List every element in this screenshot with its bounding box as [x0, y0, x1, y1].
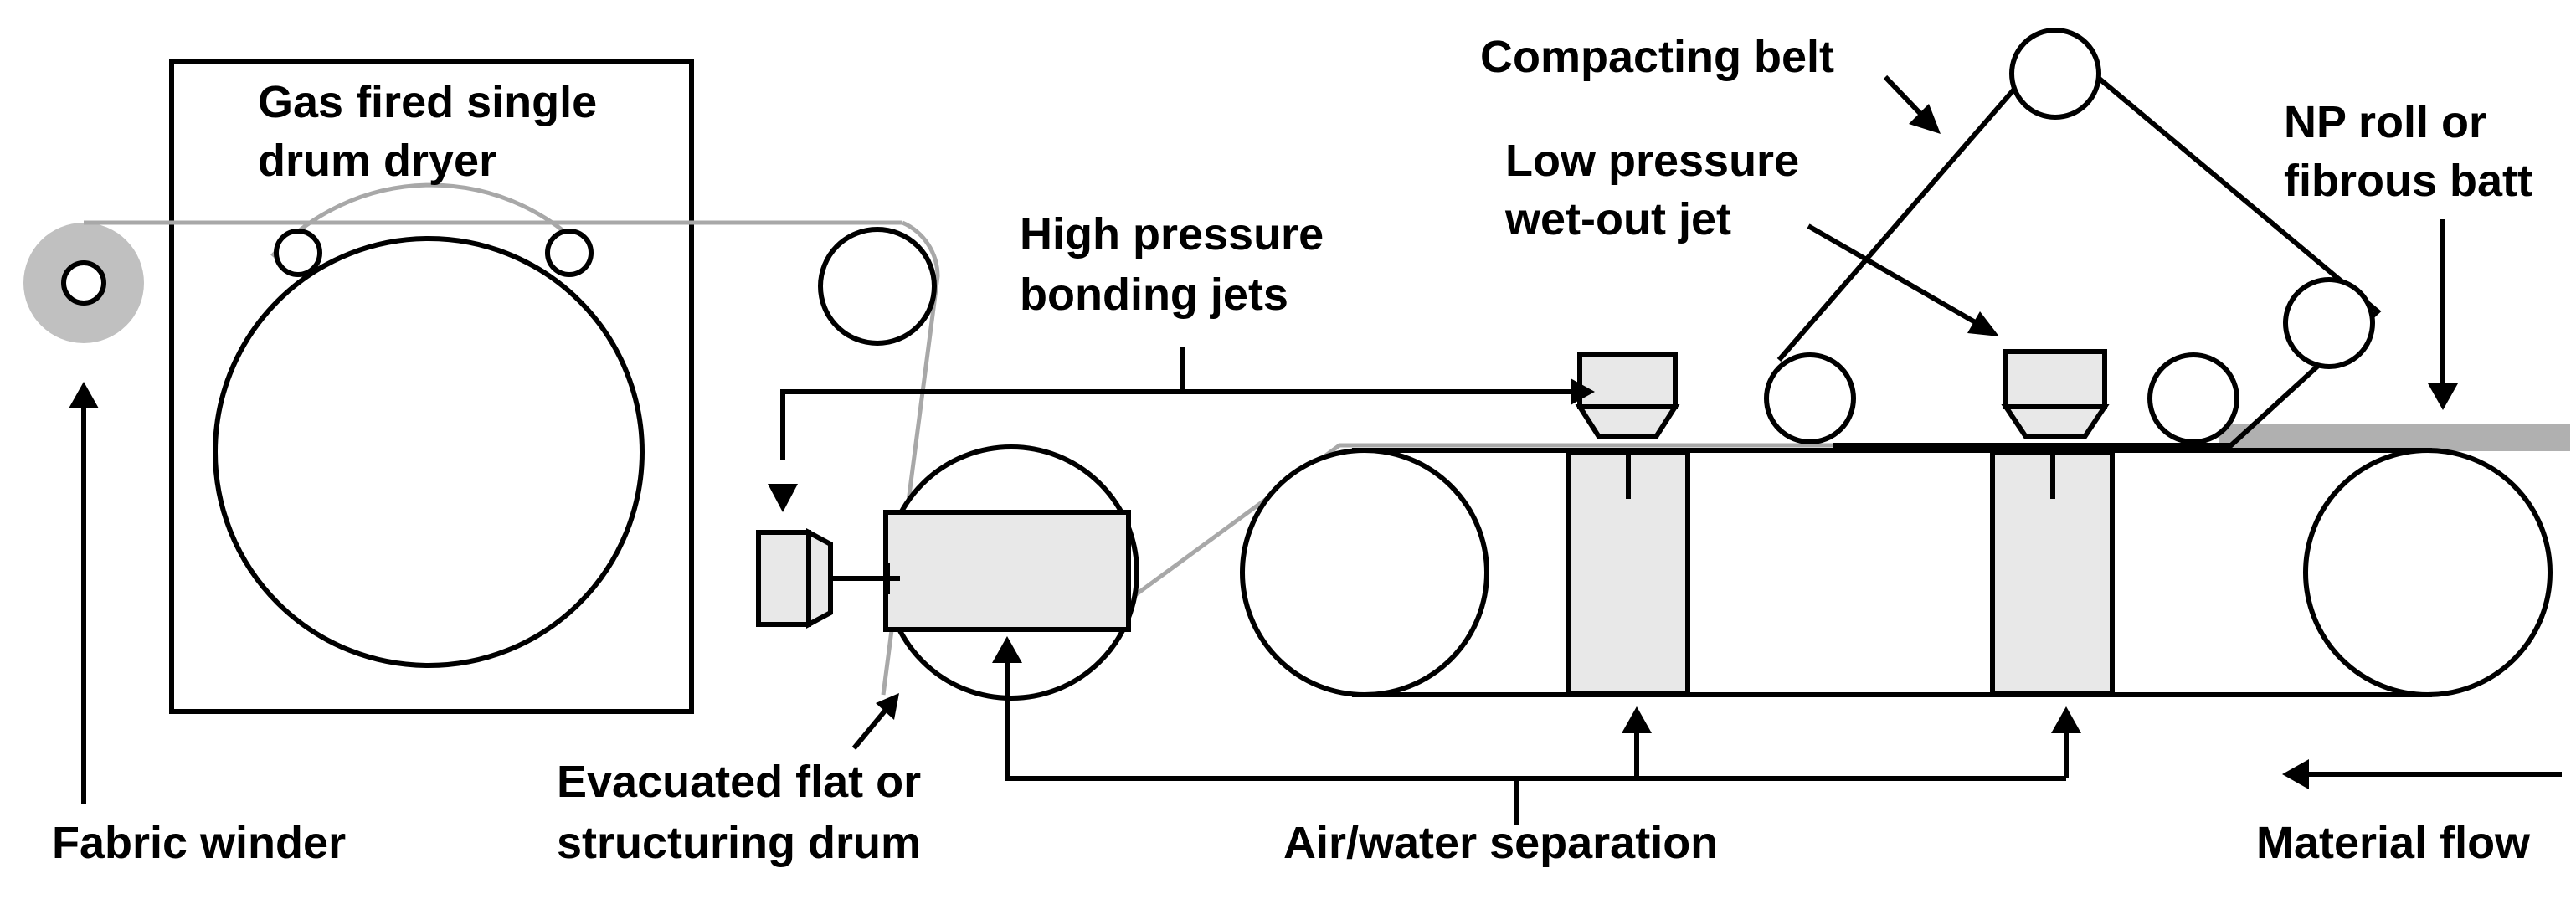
label-high-pressure-2: bonding jets	[1020, 270, 1288, 320]
guide-roller	[818, 227, 937, 346]
winder-core	[61, 260, 106, 306]
compacting-roller-mid	[2147, 352, 2239, 444]
sep-manifold	[1005, 663, 2066, 781]
low-pressure-jet	[2001, 349, 2110, 439]
lp-pointer-line	[1807, 223, 1984, 329]
fabric-winder	[23, 223, 144, 343]
fibrous-batt	[2219, 424, 2570, 451]
np-arrowhead	[2428, 383, 2458, 410]
cb-pointer-head	[1909, 104, 1941, 134]
flow-arrowhead	[2282, 759, 2309, 789]
hp-arrowhead-right	[1571, 378, 1595, 405]
compacting-roller-left	[1764, 352, 1856, 444]
label-dryer-1: Gas fired single	[258, 77, 597, 127]
label-np-roll-1: NP roll or	[2284, 97, 2486, 147]
jet-body	[1577, 352, 1678, 409]
label-high-pressure-1: High pressure	[1020, 209, 1324, 259]
connectors	[69, 74, 2562, 825]
fabric-dryer-wrap	[270, 182, 592, 258]
jet-body	[2003, 349, 2107, 409]
dryer-drum	[213, 236, 645, 668]
dryer-housing	[169, 59, 694, 714]
labels: Gas fired single drum dryer Compacting b…	[52, 32, 2532, 868]
hp-arrowhead-down	[768, 484, 798, 512]
evacuated-drum-unit	[756, 444, 1139, 701]
drum-vacuum-box	[883, 510, 1131, 632]
winder-arrowhead	[69, 382, 99, 408]
conveyor-roller-right	[2303, 448, 2553, 697]
drum-pointer-head	[876, 693, 899, 720]
sep-arrowhead-box2	[2051, 706, 2081, 733]
drum-jet-body	[756, 530, 811, 627]
label-air-water-separation: Air/water separation	[1283, 818, 1718, 868]
label-material-flow: Material flow	[2256, 818, 2531, 868]
label-fabric-winder: Fabric winder	[52, 818, 346, 868]
compacting-belt-loop	[1776, 38, 2382, 448]
dryer-guide-roller-left	[274, 229, 322, 277]
label-low-pressure-2: wet-out jet	[1504, 194, 1731, 244]
cb-pointer-line	[1883, 74, 1926, 120]
conveyor-roller-left	[1240, 448, 1489, 697]
drum-jet-nozzle	[806, 527, 833, 629]
high-pressure-jet-belt	[1575, 352, 1680, 439]
lp-pointer-head	[1967, 311, 1999, 336]
compacting-roller-right	[2283, 277, 2375, 369]
compacting-roller-top	[2009, 28, 2101, 120]
conveyor	[1240, 448, 2553, 697]
label-dryer-2: drum dryer	[258, 136, 496, 186]
sep-arrowhead-box1	[1622, 706, 1652, 733]
label-np-roll-2: fibrous batt	[2284, 156, 2532, 206]
label-low-pressure-1: Low pressure	[1505, 136, 1799, 186]
hp-line	[780, 389, 1572, 460]
label-evacuated-drum-2: structuring drum	[557, 818, 921, 868]
fabric-to-drum	[881, 220, 940, 696]
sep-arrowhead-drum	[992, 636, 1022, 663]
label-evacuated-drum-1: Evacuated flat or	[557, 757, 921, 807]
dryer-guide-roller-right	[545, 229, 594, 277]
drum-pointer-line	[851, 708, 888, 750]
jet-nozzle	[2001, 404, 2110, 439]
jet-nozzle	[1575, 404, 1680, 439]
label-compacting-belt: Compacting belt	[1480, 32, 1834, 82]
compacting-belt	[1764, 28, 2382, 448]
